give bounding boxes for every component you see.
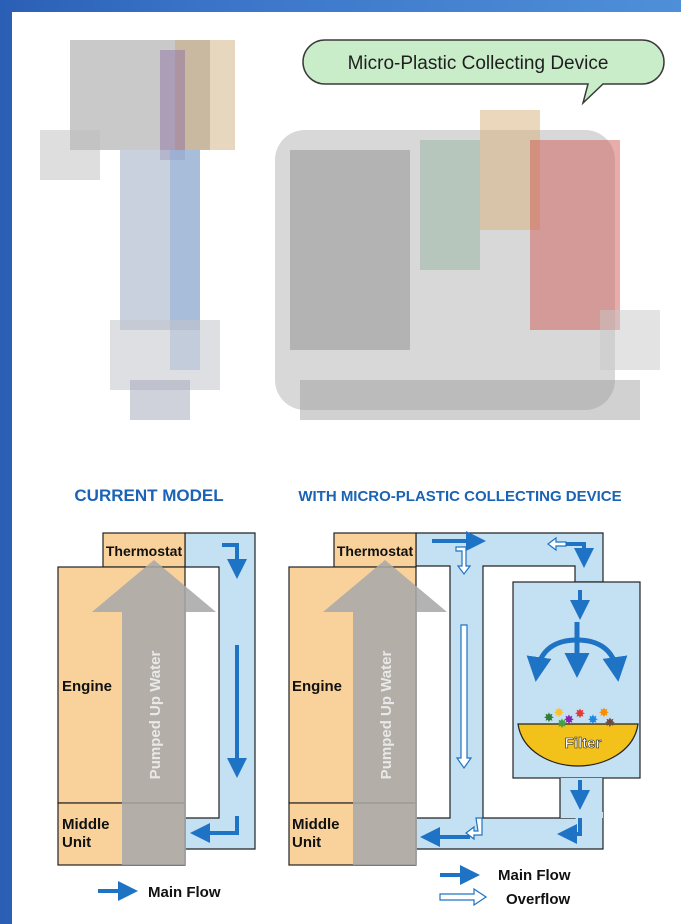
outboard-engine-photo [40,40,235,420]
middle-unit-label-line1: Middle [62,816,110,833]
cooling-pipe [184,532,256,850]
svg-text:✸: ✸ [599,705,610,720]
svg-text:✸: ✸ [575,706,586,721]
legend-overflow-arrow [439,887,488,907]
svg-text:✸: ✸ [605,715,616,730]
pumped-water-arrow [92,560,216,865]
current-model-title: CURRENT MODEL [74,486,223,505]
legend-main-flow-label: Main Flow [498,867,571,884]
split-arrow-left [526,637,578,682]
callout-text: Micro-Plastic Collecting Device [348,53,609,74]
callout-bubble: Micro-Plastic Collecting Device [302,39,665,106]
filter-bowl [517,723,639,767]
svg-text:✸: ✸ [557,716,568,731]
thermostat-box [333,532,417,568]
svg-text:✸: ✸ [544,710,555,725]
collecting-device-photo [275,110,660,420]
pumped-water-label: Pumped Up Water [378,651,395,780]
legend-main-flow-label: Main Flow [148,884,221,901]
thermostat-box [102,532,186,568]
middle-unit-label-line2: Unit [62,834,91,851]
svg-text:✸: ✸ [554,705,565,720]
device-model-title: WITH MICRO-PLASTIC COLLECTING DEVICE [298,488,621,505]
svg-text:✸: ✸ [588,712,599,727]
pumped-water-label: Pumped Up Water [147,651,164,780]
middle-unit-label-line1: Middle [292,816,340,833]
flow-arrow-return [190,816,239,843]
flow-arrow-turn-left [557,818,582,844]
overflow-arrows [455,536,567,841]
engine-label: Engine [292,678,342,695]
legend-overflow-label: Overflow [506,891,571,908]
flow-arrow-turn-down [565,542,594,568]
middle-unit-label-line2: Unit [292,834,321,851]
filter-label: Filter [565,735,602,752]
engine-label: Engine [62,678,112,695]
split-arrow-right [576,637,628,682]
thermostat-label: Thermostat [337,543,414,559]
pumped-water-arrow [323,560,447,865]
flow-arrow-turn-down [222,543,247,579]
microplastic-particles: ✸ ✸ ✸ ✸ ✸ ✸ ✸ ✸ [544,705,616,731]
thermostat-label: Thermostat [106,543,183,559]
svg-text:✸: ✸ [564,712,575,727]
current-model-diagram: Thermostat Pumped Up Water Engine Middle… [57,532,256,901]
device-model-diagram: Thermostat Pumped Up Water Engine Middle… [288,531,641,908]
